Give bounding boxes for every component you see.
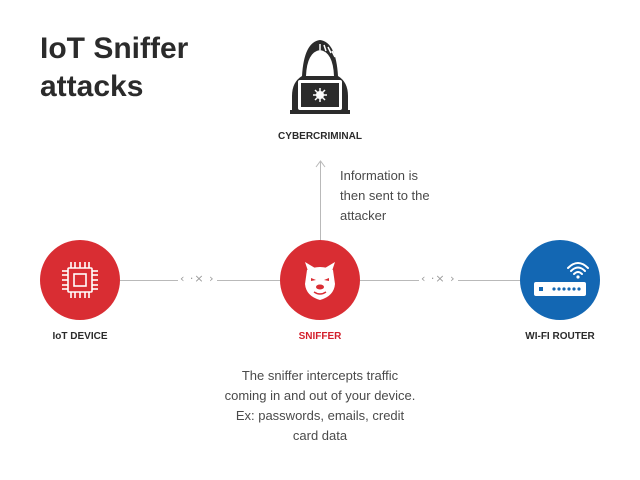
router-label: WI-FI ROUTER — [525, 331, 595, 342]
sniffer-node — [280, 240, 360, 320]
sniffer-desc-line-4: card data — [292, 428, 348, 443]
chip-icon — [62, 262, 98, 298]
hacker-icon — [290, 40, 350, 114]
title-line-1: IoT Sniffer — [40, 32, 189, 65]
iot-device-node — [40, 240, 120, 320]
arrow-up-icon — [315, 160, 326, 168]
cybercriminal-node — [280, 36, 360, 116]
sniffer-desc-line-1: The sniffer intercepts traffic — [241, 368, 399, 383]
sniffer-desc-line-3: Ex: passwords, emails, credit — [235, 408, 405, 423]
router-node — [520, 240, 600, 320]
vertical-connector — [320, 162, 321, 241]
info-sent-line-3: attacker — [340, 208, 387, 223]
right-flow-indicator: ‹ ·× › — [419, 272, 458, 285]
router-icon — [534, 262, 589, 296]
sniffer-description: The sniffer intercepts traffic coming in… — [200, 366, 440, 446]
sniffer-desc-line-2: coming in and out of your device. — [224, 388, 416, 403]
left-flow-indicator: ‹ ·× › — [178, 272, 217, 285]
title-line-2: attacks — [40, 70, 144, 103]
dog-icon — [305, 262, 335, 300]
info-sent-note: Information is then sent to the attacker — [340, 166, 460, 226]
sniffer-label: SNIFFER — [298, 331, 342, 342]
cybercriminal-label: CYBERCRIMINAL — [278, 131, 362, 142]
info-sent-line-2: then sent to the — [340, 188, 430, 203]
page-title: IoT Sniffer attacks — [40, 30, 240, 106]
info-sent-line-1: Information is — [340, 168, 419, 183]
iot-device-label: IoT DEVICE — [52, 331, 108, 342]
